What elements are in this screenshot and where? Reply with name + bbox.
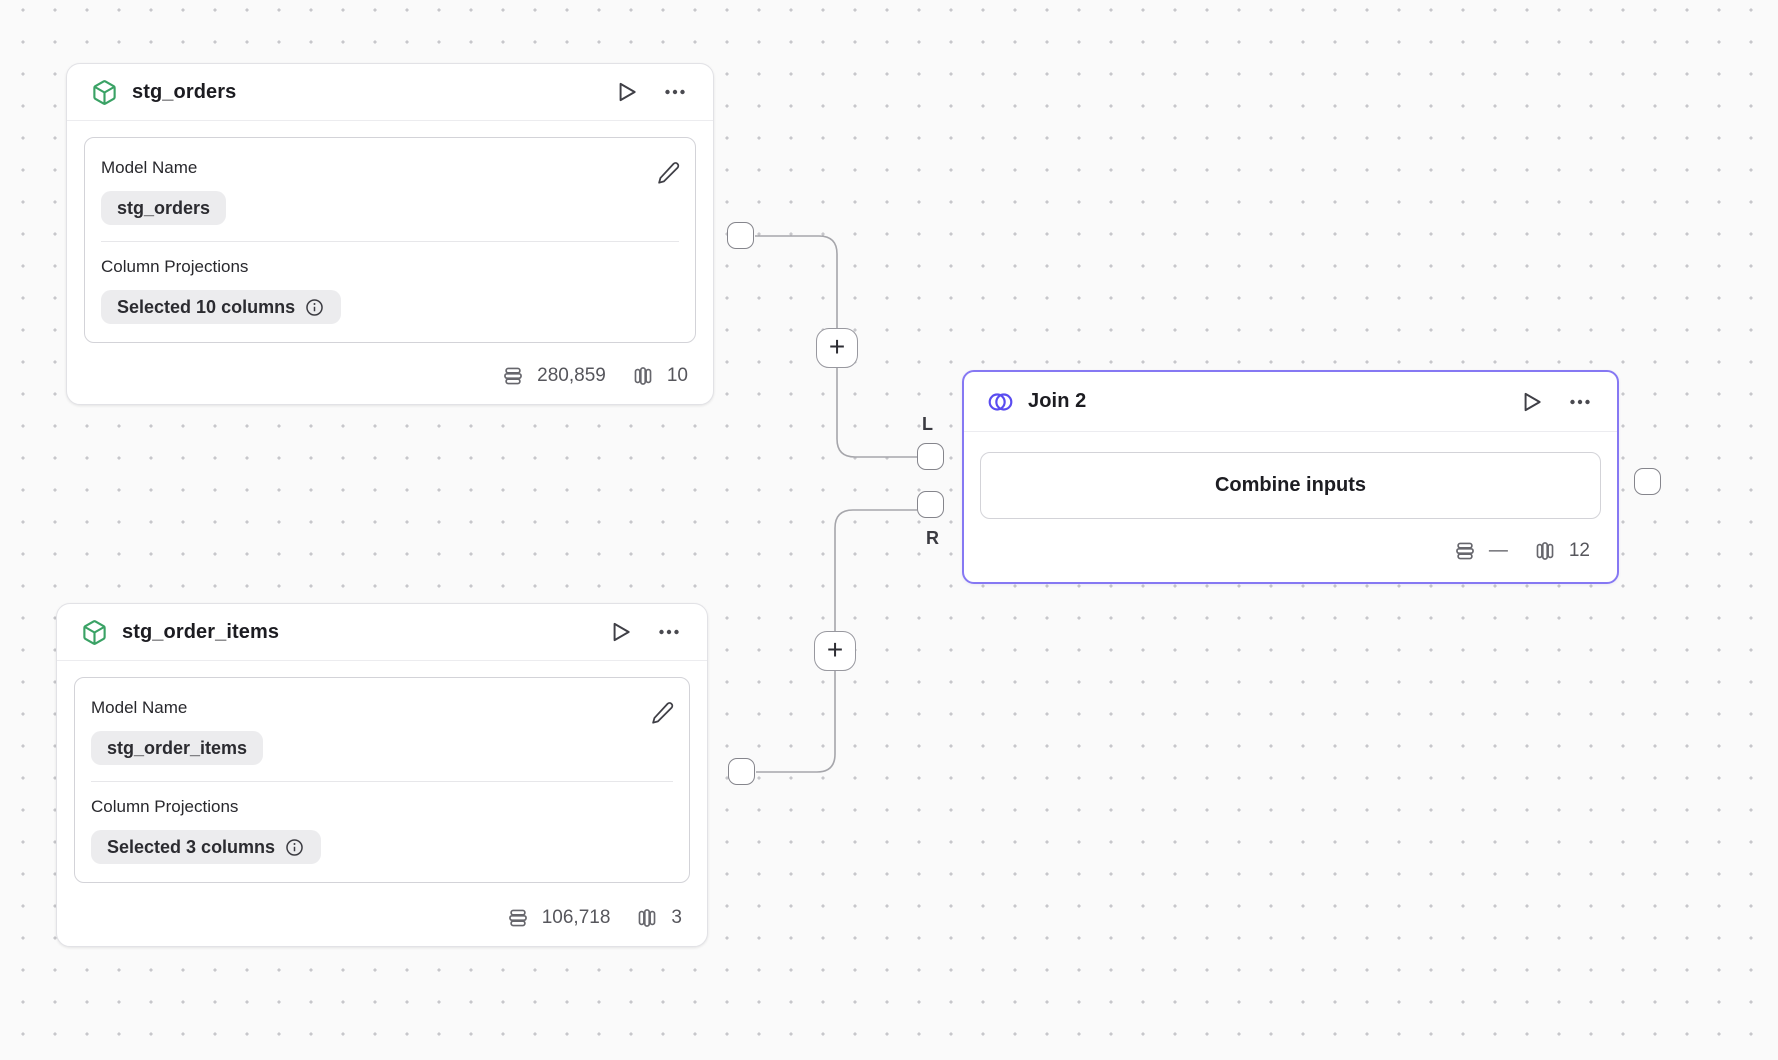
- join-left-port-label: L: [922, 414, 933, 434]
- join-output-port[interactable]: [1634, 468, 1661, 495]
- column-count-stat: 12: [1534, 540, 1590, 562]
- column-projections-value: Selected 3 columns: [91, 830, 322, 864]
- column-count-stat: 3: [636, 907, 682, 929]
- join-right-input-port[interactable]: [917, 491, 944, 518]
- info-icon[interactable]: [304, 297, 325, 318]
- node-stats-footer: 106,718 3: [57, 889, 707, 946]
- run-node-button[interactable]: [611, 77, 641, 107]
- combine-inputs-button[interactable]: Combine inputs: [980, 452, 1601, 519]
- node-stg-orders[interactable]: stg_orders Model Name stg_orders C: [66, 63, 714, 405]
- node-title: Join 2: [1028, 390, 1087, 412]
- column-projections-label: Column Projections: [91, 797, 239, 816]
- model-cube-icon: [91, 79, 118, 106]
- node-menu-button[interactable]: [1566, 388, 1594, 416]
- model-cube-icon: [81, 619, 108, 646]
- run-node-button[interactable]: [605, 617, 635, 647]
- node-stats-footer: — 12: [964, 519, 1617, 582]
- add-step-on-edge-button-top[interactable]: +: [816, 328, 858, 368]
- info-icon[interactable]: [284, 837, 305, 858]
- column-count-stat: 10: [632, 365, 688, 387]
- run-node-button[interactable]: [1516, 387, 1546, 417]
- join-venn-icon: [987, 389, 1014, 415]
- node-stats-footer: 280,859 10: [67, 347, 713, 404]
- rows-icon: [1454, 540, 1476, 562]
- row-count-stat: 280,859: [502, 365, 606, 387]
- node-title: stg_order_items: [122, 620, 280, 643]
- stg-order-items-output-port[interactable]: [728, 758, 755, 785]
- node-config-card: Model Name stg_orders Column Projections…: [84, 137, 696, 343]
- node-stg-order-items-header: stg_order_items: [57, 604, 707, 661]
- row-count-stat: —: [1454, 540, 1508, 562]
- add-step-on-edge-button-bottom[interactable]: +: [814, 631, 856, 671]
- columns-icon: [636, 907, 658, 929]
- join-left-input-port[interactable]: [917, 443, 944, 470]
- card-divider: [101, 241, 679, 242]
- card-divider: [91, 781, 673, 782]
- model-name-label: Model Name: [91, 698, 188, 717]
- column-projections-value: Selected 10 columns: [101, 290, 342, 324]
- join-right-port-label: R: [926, 528, 939, 548]
- columns-icon: [1534, 540, 1556, 562]
- node-stg-order-items[interactable]: stg_order_items Model Name stg_order_ite…: [56, 603, 708, 947]
- node-stg-orders-header: stg_orders: [67, 64, 713, 121]
- column-projections-label: Column Projections: [101, 257, 249, 276]
- edit-pencil-icon[interactable]: [648, 698, 677, 727]
- model-name-value: stg_order_items: [91, 731, 264, 765]
- node-config-card: Model Name stg_order_items Column Projec…: [74, 677, 690, 883]
- rows-icon: [502, 365, 524, 387]
- node-join-2[interactable]: Join 2 Combine inputs —: [962, 370, 1619, 584]
- model-name-label: Model Name: [101, 158, 198, 177]
- node-join-header: Join 2: [964, 372, 1617, 432]
- model-name-value: stg_orders: [101, 191, 227, 225]
- stg-orders-output-port[interactable]: [727, 222, 754, 249]
- node-menu-button[interactable]: [661, 78, 689, 106]
- row-count-stat: 106,718: [507, 907, 610, 929]
- rows-icon: [507, 907, 529, 929]
- columns-icon: [632, 365, 654, 387]
- edit-pencil-icon[interactable]: [654, 158, 683, 187]
- node-menu-button[interactable]: [655, 618, 683, 646]
- node-title: stg_orders: [132, 80, 237, 103]
